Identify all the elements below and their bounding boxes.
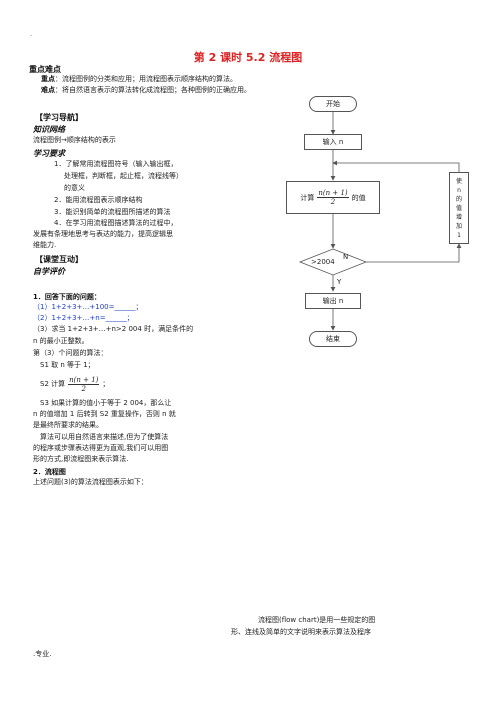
requirement-4b: 发展有条理地思考与表达的能力，提高逻辑思 <box>33 230 173 238</box>
step-s2-prefix: S2 计算 <box>40 379 66 388</box>
step-s2: S2 计算 n(n + 1) 2 ； <box>40 372 109 396</box>
interaction-heading: 【课堂互动】 <box>35 255 83 264</box>
formula-fraction: n(n + 1) 2 <box>68 375 100 393</box>
flow-no-label: N <box>343 253 349 261</box>
flow-calc-numerator: n(n + 1) <box>317 189 349 198</box>
footer-line-2: 形、连线及简单的文字说明来表示算法及程序 <box>231 628 371 636</box>
flow-start-node: 开始 <box>309 96 357 112</box>
step-s1: S1 取 n 等于 1； <box>40 361 95 369</box>
requirement-4a: 4．在学习用流程图描述算法的过程中， <box>54 219 178 227</box>
step-s3c: 是最终所要求的结果。 <box>33 421 103 429</box>
page-title: 第 2 课时 5.2 流程图 <box>193 51 303 64</box>
flow-calc-prefix: 计算 <box>300 193 315 202</box>
self-study-heading: 自学评价 <box>33 267 65 276</box>
requirement-4c: 维能力. <box>33 241 57 249</box>
algorithm-intro: 第（3）个问题的算法： <box>33 349 108 357</box>
formula-numerator: n(n + 1) <box>68 375 100 385</box>
flow-calc-suffix: 的值 <box>351 193 366 202</box>
question-3b: n 的最小正整数。 <box>33 337 89 345</box>
note-line-b: 的程序或步骤表达得更为直观,我们可以用图 <box>33 444 169 452</box>
knowledge-network-heading: 知识网络 <box>33 125 65 134</box>
key-point-label: 重点 <box>41 75 55 83</box>
flow-arrow-loop-back <box>332 160 460 172</box>
flow-decision-diamond <box>298 248 368 276</box>
question-3a: （3）求当 1+2+3+…+n>2 004 时，满足条件的 <box>33 325 194 333</box>
guide-heading: 【学习导航】 <box>35 113 83 122</box>
flow-calc-denominator: 2 <box>330 198 336 206</box>
formula-denominator: 2 <box>81 384 86 393</box>
footer-line-1: 流程图(flow chart)是用一些规定的图 <box>258 616 376 624</box>
requirement-3: 3．能识别简单的流程图所描述的算法 <box>54 208 171 216</box>
flow-decision-label: >2004 <box>311 258 335 266</box>
key-points-heading: 重点难点 <box>29 65 61 74</box>
requirement-1a: 1．了解常用流程图符号（输入输出框， <box>54 160 178 168</box>
step-s3b: n 的值增加 1 后转到 S2 重复操作，否则 n 就 <box>33 410 176 418</box>
difficulty-text: ：将自然语言表示的算法转化成流程图；各种图例的正确应用。 <box>55 86 251 94</box>
flow-calc-node: 计算 n(n + 1) 2 的值 <box>286 181 380 214</box>
note-line-a: 算法可以用自然语言来描述,但为了使算法 <box>40 433 169 441</box>
requirement-1b: 处理框，判断框，起止框，流程线等） <box>64 172 183 180</box>
flow-increment-char: 使 <box>455 177 462 185</box>
flow-increment-char: 1 <box>457 231 461 239</box>
flow-increment-char: 加 <box>455 222 462 230</box>
flowchart-section-text: 上述问题(3)的算法流程图表示如下： <box>33 478 148 486</box>
flow-increment-char: 的 <box>455 195 462 203</box>
knowledge-network-text: 流程图例→顺序结构的表示 <box>33 136 116 144</box>
flow-end-node: 结束 <box>309 331 357 347</box>
flow-increment-char: 值 <box>455 204 462 212</box>
question-1: （1）1+2+3+…+100=______； <box>33 303 143 311</box>
difficulty-label: 难点 <box>41 86 55 94</box>
requirement-1c: 的意义 <box>64 184 85 192</box>
difficulty-line: 难点：将自然语言表示的算法转化成流程图；各种图例的正确应用。 <box>41 86 251 95</box>
requirements-heading: 学习要求 <box>33 149 65 158</box>
flow-input-node: 输入 n <box>304 134 362 150</box>
top-dot: . <box>30 30 33 38</box>
key-point-text: ：流程图例的分类和应用；用流程图表示顺序结构的算法。 <box>55 75 237 83</box>
footer-pro: .专业. <box>33 650 52 658</box>
requirement-2: 2．能用流程图表示顺序结构 <box>54 196 143 204</box>
step-s2-suffix: ； <box>102 379 110 388</box>
flow-increment-char: 增 <box>455 213 462 221</box>
flow-increment-char: n <box>457 186 461 194</box>
question-heading: 1．回答下面的问题： <box>33 293 101 301</box>
flow-output-node: 输出 n <box>305 293 361 309</box>
note-line-c: 形的方式,即流程图来表示算法. <box>33 455 129 463</box>
question-2: （2）1+2+3+…+n=______； <box>33 314 134 322</box>
flow-calc-fraction: n(n + 1) 2 <box>317 189 349 206</box>
flow-arrow-no-branch <box>366 243 462 263</box>
key-point-line: 重点：流程图例的分类和应用；用流程图表示顺序结构的算法。 <box>41 75 237 84</box>
step-s3a: S3 如果计算的值小于等于 2 004，那么让 <box>40 399 172 407</box>
flowchart-section-heading: 2．流程图 <box>33 468 66 476</box>
flow-yes-label: Y <box>337 278 342 286</box>
